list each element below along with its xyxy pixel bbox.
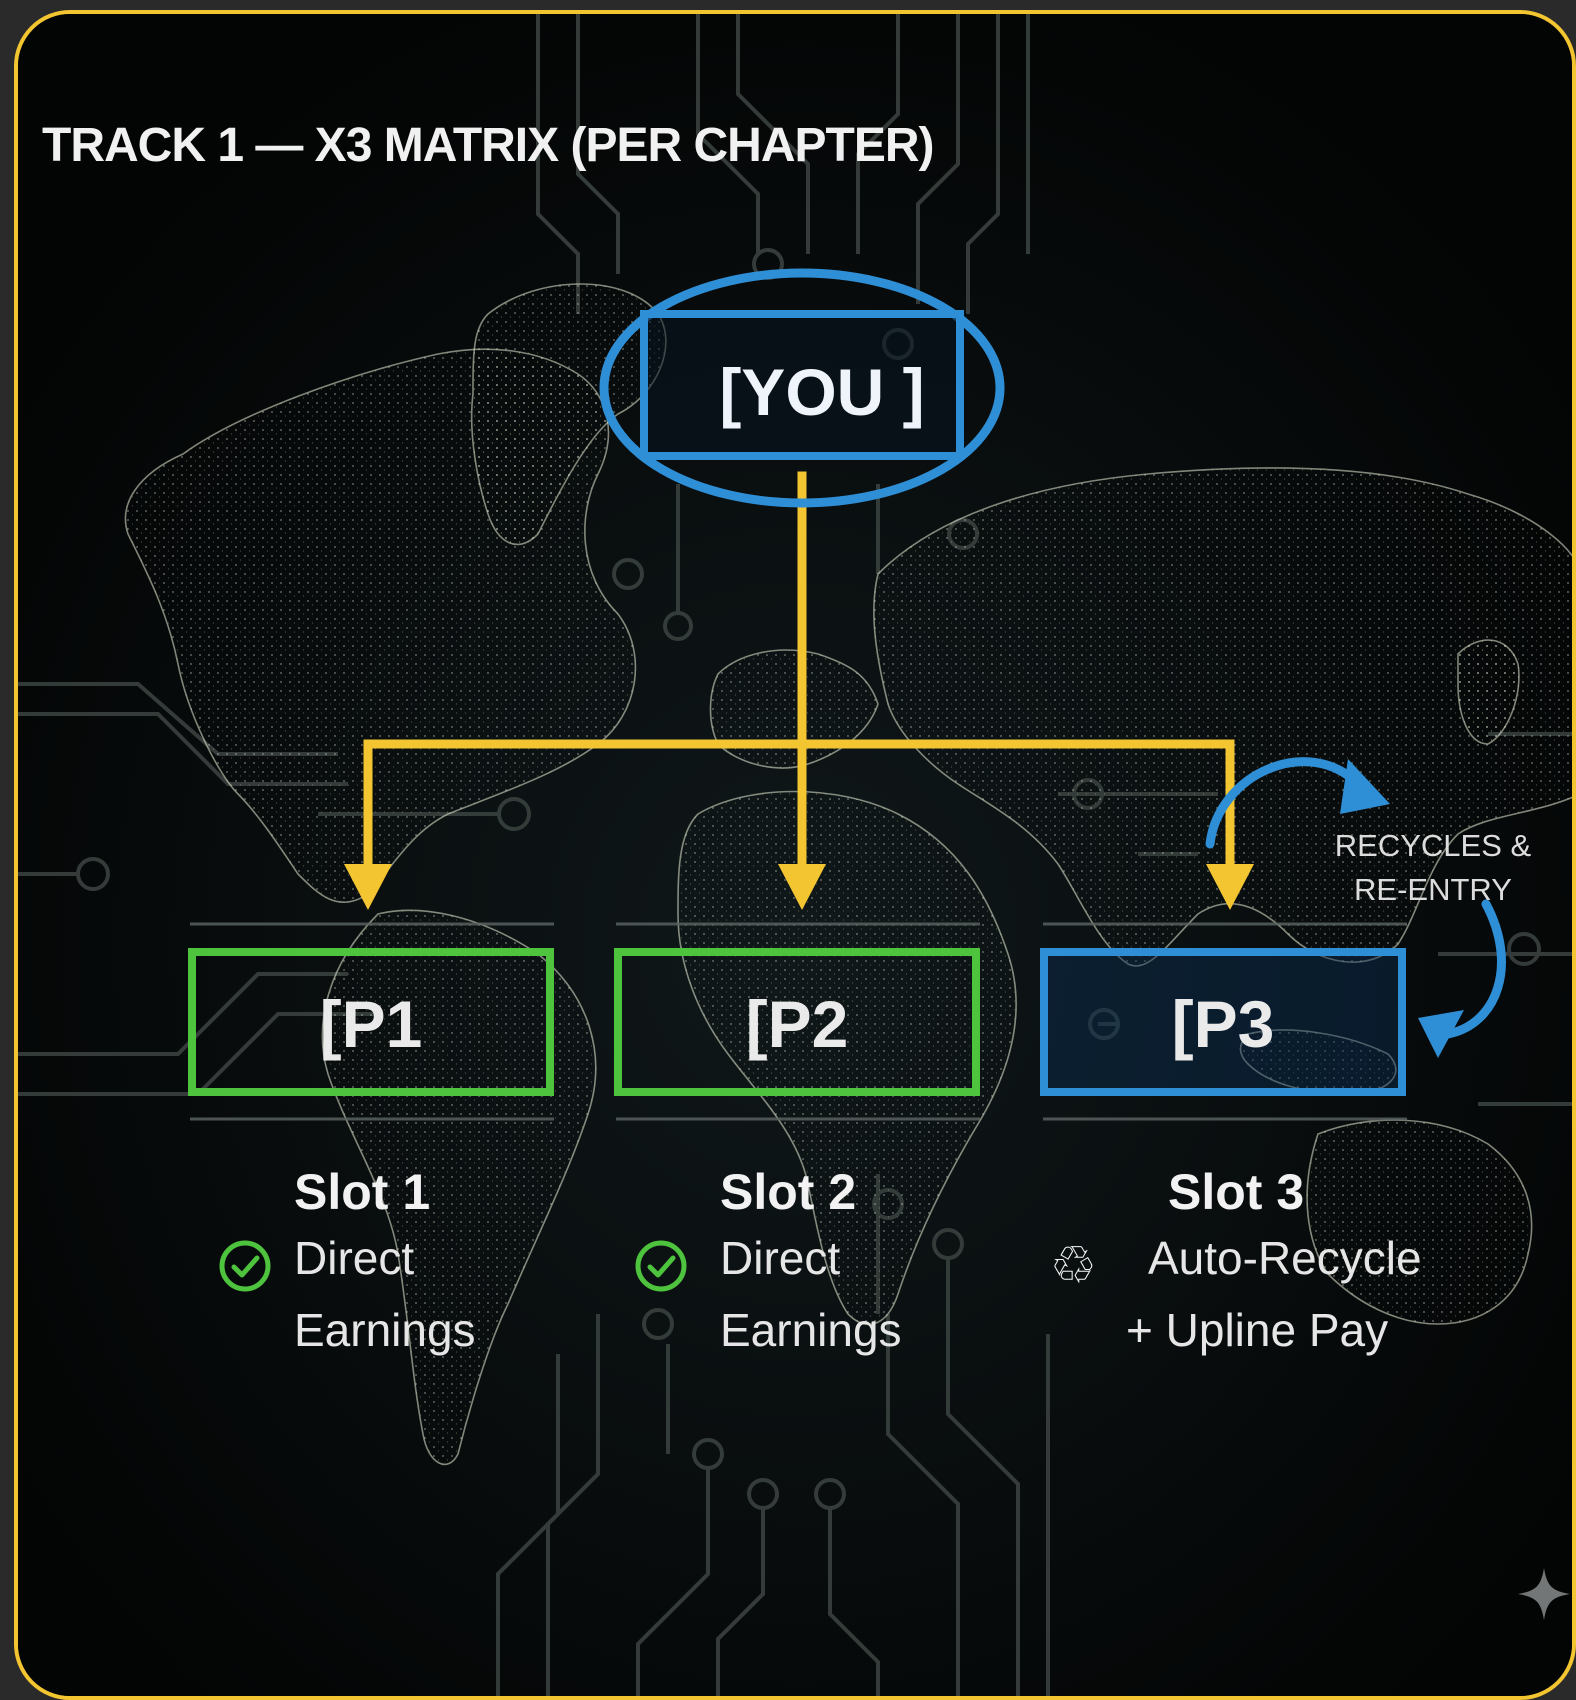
you-node <box>599 268 1005 508</box>
diagram-frame: TRACK 1 — X3 MATRIX (PER CHAPTER) [YOU ]… <box>14 10 1576 1700</box>
curved-arrow-icon <box>1205 757 1506 1039</box>
slot-3-title: Slot 3 <box>1168 1164 1305 1220</box>
p2-box <box>614 948 980 1096</box>
p3-label: [P3 <box>1171 987 1275 1061</box>
slot-1-line1: Direct <box>294 1232 415 1284</box>
you-node-box <box>640 310 964 460</box>
slot-1: Slot 1 Direct Earnings <box>294 1162 714 1366</box>
slot-3-line1: Auto-Recycle <box>1148 1232 1422 1284</box>
arrowhead-p2 <box>778 864 826 910</box>
slot-3-line2: + Upline Pay <box>1126 1304 1389 1356</box>
p3-box <box>1040 948 1406 1096</box>
check-circle-icon <box>635 1240 687 1292</box>
world-map <box>124 283 1572 1466</box>
p2-label: [P2 <box>745 987 849 1061</box>
recycle-icon: ♲ <box>1050 1237 1097 1295</box>
sparkle-icon <box>1518 1568 1570 1620</box>
curved-arrow-bottom-head <box>1418 1010 1464 1058</box>
slot-2: Slot 2 Direct Earnings <box>720 1162 1140 1366</box>
slot-2-line2: Earnings <box>720 1304 902 1356</box>
connector-arrowheads <box>344 864 1254 910</box>
arrowhead-p1 <box>344 864 392 910</box>
check-circle-icon <box>219 1240 271 1292</box>
slot-3: Slot 3 Auto-Recycle + Upline Pay <box>1126 1162 1546 1366</box>
connector-lines <box>363 471 1235 881</box>
you-node-ellipse <box>599 268 1005 508</box>
you-node-label: [YOU ] <box>719 355 925 429</box>
slot-1-title: Slot 1 <box>294 1164 431 1220</box>
diagram-title: TRACK 1 — X3 MATRIX (PER CHAPTER) <box>42 119 934 172</box>
slot-2-title: Slot 2 <box>720 1164 857 1220</box>
p1-label: [P1 <box>319 987 423 1061</box>
recycle-note-line1: RECYCLES & <box>1334 828 1532 863</box>
slot-separators <box>190 922 1407 1121</box>
slot-2-line1: Direct <box>720 1232 841 1284</box>
curved-arrow-top-head <box>1340 759 1390 814</box>
curved-arrow-bottom <box>1443 899 1506 1039</box>
recycle-note-line2: RE-ENTRY <box>1354 872 1512 907</box>
diagram-canvas <box>18 14 1572 1696</box>
p1-box <box>188 948 554 1096</box>
recycle-note: RECYCLES & RE-ENTRY <box>1268 824 1572 912</box>
curved-arrow-top <box>1205 757 1363 849</box>
arrowhead-p3 <box>1206 864 1254 910</box>
slot-1-line2: Earnings <box>294 1304 476 1356</box>
